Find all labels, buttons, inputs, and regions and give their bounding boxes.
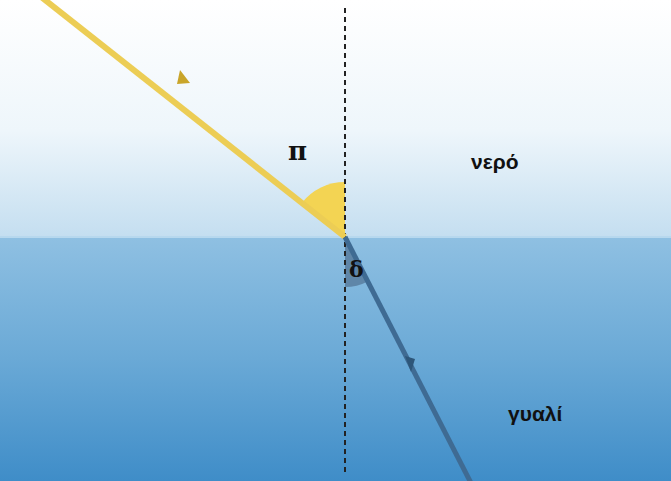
medium-label: γυαλί (508, 402, 562, 426)
incident-ray (40, 0, 345, 237)
medium-label: νερό (471, 150, 518, 174)
refracted-ray (345, 237, 472, 481)
glass-region (0, 237, 671, 481)
incidence-angle-label: π (288, 136, 307, 166)
interface-line (0, 236, 671, 238)
ray-arrow (177, 70, 190, 84)
ray-arrow (405, 356, 415, 372)
water-region (0, 0, 671, 237)
refraction-angle-label: δ (349, 256, 364, 282)
